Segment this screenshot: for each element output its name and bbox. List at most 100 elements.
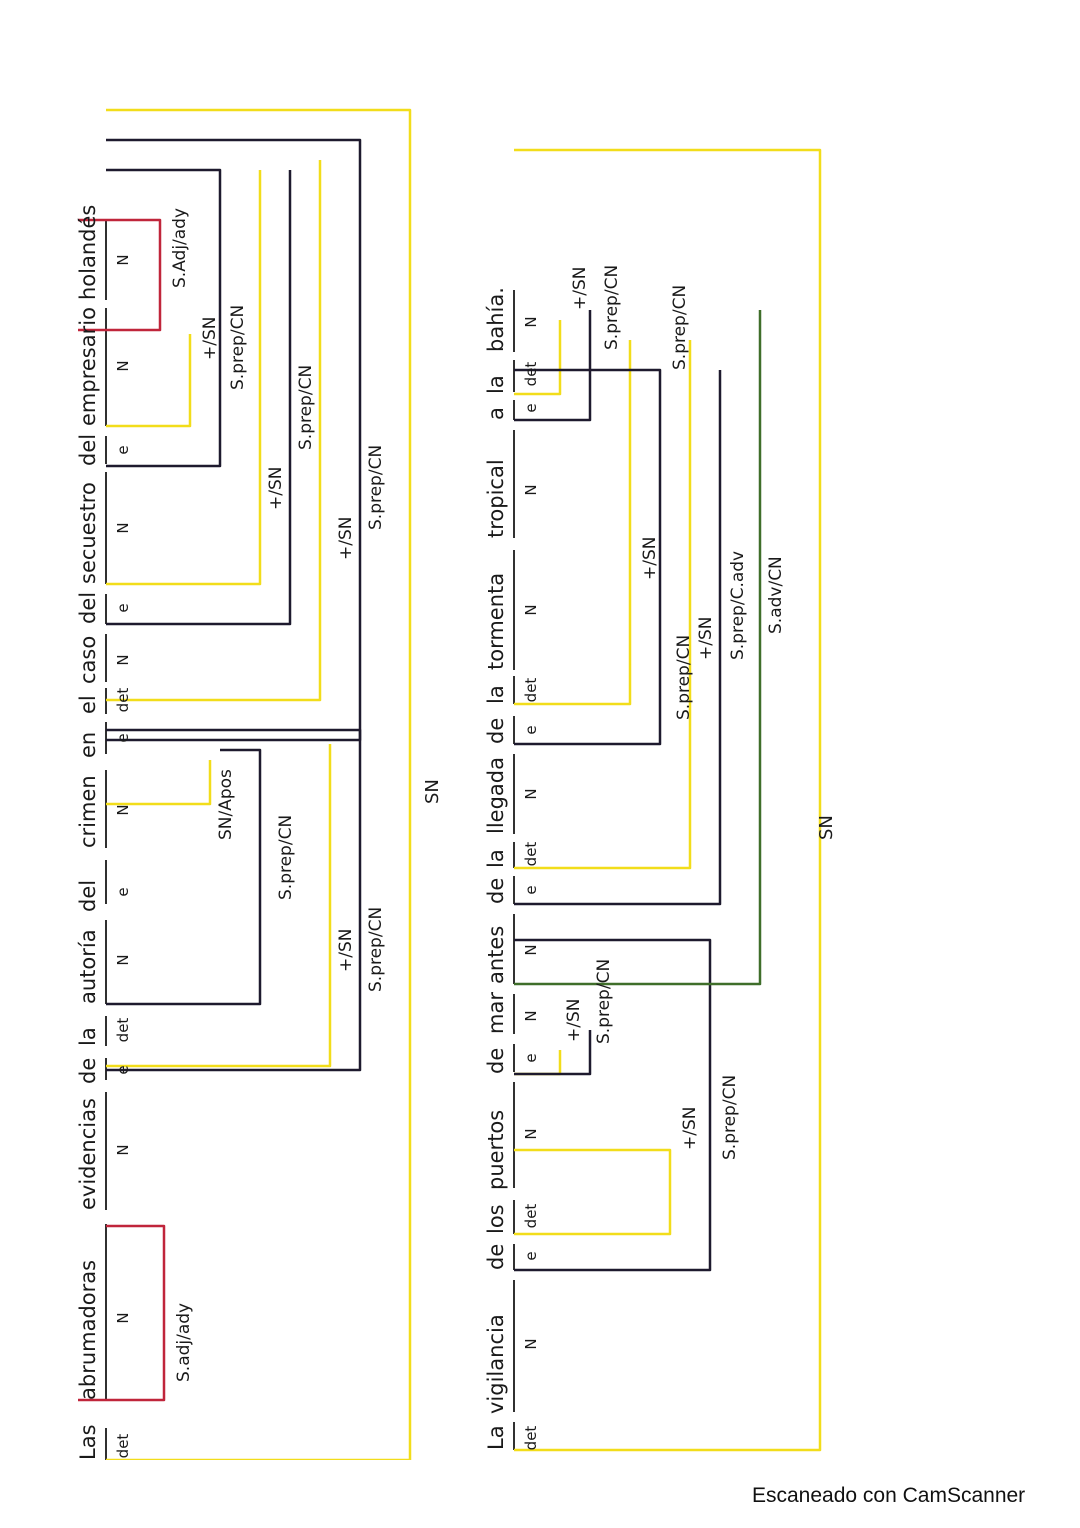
- s1-category: e: [114, 445, 132, 455]
- s2-function-label: S.prep/CN: [720, 1074, 740, 1160]
- s2-cn-bracket: [514, 1030, 592, 1076]
- s2-word: puertos: [484, 1109, 508, 1190]
- s2-category: e: [522, 1251, 540, 1261]
- s2-word: los: [484, 1204, 508, 1234]
- scanner-watermark: Escaneado con CamScanner: [752, 1484, 1026, 1507]
- s2-function-label: +/SN: [564, 998, 584, 1042]
- s2-function-label: S.prep/CN: [594, 958, 614, 1044]
- s1-cn-bracket-3: [106, 168, 222, 468]
- rotated-diagram-area: Las abrumadoras evidencias de la autoría…: [70, 100, 837, 1462]
- s2-adv-bracket: [514, 310, 762, 986]
- s1-word: autoría: [76, 929, 100, 1004]
- s1-cn-bracket-2: [106, 728, 362, 1072]
- s1-word: secuestro: [76, 482, 100, 584]
- s1-function-label: S.prep/CN: [276, 814, 296, 900]
- s1-adj-bracket: [78, 1224, 166, 1402]
- s2-word: a: [484, 407, 508, 420]
- s1-function-label: S.prep/CN: [296, 364, 316, 450]
- s1-word: en: [76, 731, 100, 758]
- s2-word: de: [484, 1047, 508, 1074]
- s2-word: la: [484, 685, 508, 704]
- s2-sn-bracket-4: [514, 340, 632, 706]
- s1-word: del: [76, 879, 100, 912]
- s2-function-label: S.prep/CN: [602, 264, 622, 350]
- s1-category: N: [114, 654, 132, 666]
- s2-word: de: [484, 877, 508, 904]
- s1-word: la: [76, 1027, 100, 1046]
- s2-function-label: +/SN: [570, 266, 590, 310]
- diagram-lines: [78, 108, 822, 1462]
- s1-category: e: [114, 1065, 132, 1075]
- s2-word: llegada: [484, 757, 508, 834]
- s2-function-label: +/SN: [640, 536, 660, 580]
- s2-function-label: S.prep/CN: [674, 634, 694, 720]
- s1-category: N: [114, 254, 132, 266]
- s2-function-label: S.prep/CN: [670, 284, 690, 370]
- s1-word: abrumadoras: [76, 1259, 100, 1400]
- s1-word: empresario: [76, 307, 100, 426]
- s1-sn-bracket-4: [106, 160, 322, 702]
- s1-function-label: +/SN: [266, 466, 286, 510]
- s2-cn-bracket-3: [514, 310, 592, 422]
- s2-function-label: +/SN: [680, 1106, 700, 1150]
- s1-cn-bracket: [106, 748, 262, 1006]
- s2-category: e: [522, 403, 540, 413]
- s2-word: La: [484, 1425, 508, 1450]
- s1-function-label: +/SN: [336, 928, 356, 972]
- s2-word: la: [484, 849, 508, 868]
- s1-word: evidencias: [76, 1098, 100, 1210]
- s2-category: N: [522, 1128, 540, 1140]
- s1-adj-bracket-2: [78, 218, 162, 332]
- s1-word: del: [76, 591, 100, 624]
- s1-apos-bracket: [106, 760, 212, 806]
- s1-word: de: [76, 1057, 100, 1084]
- s1-sn-bracket: [106, 744, 332, 1068]
- s1-word: holandés: [76, 204, 100, 300]
- s2-category: e: [522, 1053, 540, 1063]
- s1-function-label: +/SN: [200, 316, 220, 360]
- s2-word: vigilancia: [484, 1314, 508, 1414]
- s2-sn-bracket-2: [514, 1148, 672, 1236]
- s1-category: N: [114, 804, 132, 816]
- s1-word: crimen: [76, 775, 100, 848]
- s2-function-label: +/SN: [696, 616, 716, 660]
- s2-sn-bracket-5: [514, 340, 692, 870]
- s1-word: el: [76, 695, 100, 714]
- s1-word: Las: [76, 1424, 100, 1460]
- s2-root-bracket: [514, 148, 822, 1452]
- s1-category: det: [114, 1017, 132, 1043]
- s2-category: det: [522, 1203, 540, 1229]
- s1-category: e: [114, 603, 132, 613]
- s1-function-label: S.prep/CN: [228, 304, 248, 390]
- s2-function-label: S.prep/C.adv: [728, 550, 748, 660]
- s2-category: N: [522, 484, 540, 496]
- s2-category: N: [522, 604, 540, 616]
- s2-word: de: [484, 717, 508, 744]
- s1-function-label: SN/Apos: [216, 769, 236, 840]
- s1-sn-bracket-3: [106, 170, 262, 586]
- s2-function-label: S.adv/CN: [766, 556, 786, 634]
- s2-word: la: [484, 375, 508, 394]
- s1-function-label: +/SN: [336, 516, 356, 560]
- s1-function-label: S.Adj/ady: [170, 207, 190, 288]
- s1-category: e: [114, 733, 132, 743]
- s2-sn-bracket-3: [514, 320, 562, 396]
- s2-cn-bracket-2: [514, 938, 712, 1272]
- s2-category: N: [522, 1338, 540, 1350]
- s2-category: det: [522, 677, 540, 703]
- s1-sn-bracket-2: [106, 334, 192, 428]
- s2-cn-bracket-5: [514, 370, 722, 906]
- s2-word: mar: [484, 992, 508, 1034]
- s1-category: N: [114, 1144, 132, 1156]
- s1-category: det: [114, 687, 132, 713]
- s2-word: tormenta: [484, 572, 508, 670]
- s1-cn-bracket-5: [106, 138, 362, 742]
- s1-category: N: [114, 360, 132, 372]
- s2-category: det: [522, 361, 540, 387]
- s2-cn-bracket-4: [514, 368, 662, 746]
- s2-category: N: [522, 788, 540, 800]
- s1-category: N: [114, 1312, 132, 1324]
- s2-category: e: [522, 885, 540, 895]
- s1-function-label: S.adj/ady: [174, 1302, 194, 1382]
- s2-category: N: [522, 1010, 540, 1022]
